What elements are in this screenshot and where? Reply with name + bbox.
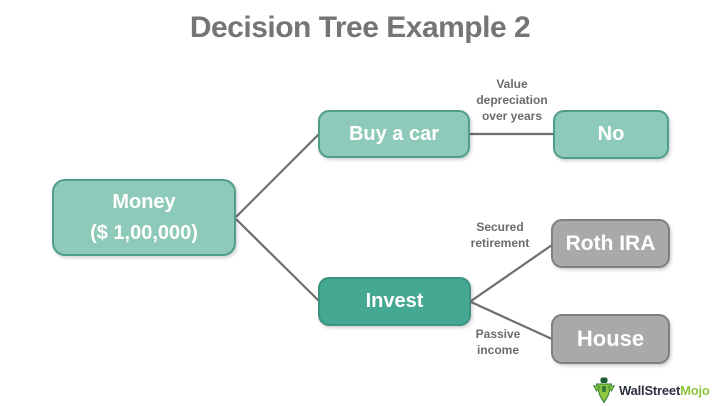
page-title: Decision Tree Example 2 [189, 11, 531, 44]
wallstreetmojo-logo: WallStreetMojo [592, 377, 710, 403]
edge-money-buycar [235, 133, 320, 218]
logo-text-wallstreet: WallStreet [619, 382, 681, 398]
wallstreetmojo-logo-text: WallStreetMojo [619, 383, 710, 398]
node-money: Money ($ 1,00,000) [52, 179, 236, 256]
edge-label-line: Secured [476, 220, 524, 234]
edge-label-line: retirement [470, 235, 530, 250]
edge-label-line: Passive [475, 327, 521, 341]
edge-label-line: income [476, 342, 519, 357]
node-buy-a-car-label: Buy a car [348, 122, 440, 145]
node-no-label: No [597, 123, 625, 145]
edge-label-value-depreciation: Value depreciation over years [452, 77, 572, 124]
node-house: House [551, 314, 670, 364]
edge-label-passive-income: Passive income [443, 327, 553, 359]
node-roth-ira-label: Roth IRA [565, 231, 656, 255]
edge-label-line: Value [496, 77, 528, 91]
node-invest: Invest [318, 277, 471, 326]
node-no: No [553, 110, 669, 159]
node-invest-label: Invest [365, 290, 424, 312]
node-money-label: Money [112, 190, 176, 213]
wallstreetmojo-mascot-icon [592, 377, 616, 403]
edge-label-line: over years [481, 108, 543, 123]
edge-invest-rothira [470, 244, 553, 302]
node-house-label: House [576, 326, 645, 351]
edge-label-line: depreciation [476, 92, 548, 107]
node-buy-a-car: Buy a car [318, 110, 470, 158]
edge-invest-house [470, 300, 553, 341]
node-money-sublabel: ($ 1,00,000) [90, 221, 198, 244]
node-roth-ira: Roth IRA [551, 219, 670, 268]
logo-text-mojo: Mojo [680, 382, 710, 398]
edge-label-secured-retirement: Secured retirement [445, 220, 555, 252]
edge-money-invest [235, 218, 320, 302]
